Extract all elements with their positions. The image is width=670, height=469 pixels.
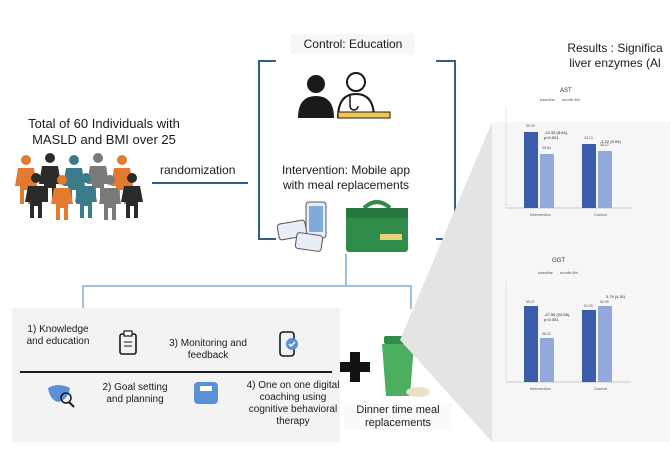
ggt-annotation-right: 3.74 (4.31) <box>606 294 626 299</box>
doctor-patient-icon <box>290 66 406 124</box>
ggt-xlabel-control: Control <box>594 386 607 391</box>
ast-bar-intervention-month6 <box>540 154 554 208</box>
shaker-bottle-icon <box>382 336 430 397</box>
ast-bar-control-month6 <box>598 151 612 208</box>
bracket-right-top <box>436 60 456 62</box>
ast-value-1: 50.33 <box>526 124 535 128</box>
bracket-left-bottom <box>258 238 276 240</box>
ast-xlabel-intervention: Intervention <box>530 212 551 217</box>
ast-value-2: 35.84 <box>542 146 551 150</box>
ast-legend-month6: month 6th <box>562 97 580 102</box>
ast-chart <box>505 108 631 209</box>
ggt-chart <box>505 282 631 383</box>
intervention-title: Intervention: Mobile app with meal repla… <box>281 163 411 192</box>
timeline-line <box>20 371 332 373</box>
ggt-bar-control-baseline <box>582 310 596 382</box>
ggt-chart-title: GGT <box>552 258 565 264</box>
ggt-value-3: 61.29 <box>584 304 593 308</box>
person-icon <box>51 175 73 220</box>
ast-legend: baseline month 6th <box>540 97 620 102</box>
plus-icon <box>340 352 370 382</box>
bracket-left-vertical <box>258 60 260 240</box>
liver-magnifier-icon <box>48 385 75 408</box>
step-monitoring-feedback: 3) Monitoring and feedback <box>169 338 247 361</box>
intervention-components-panel <box>12 308 340 442</box>
people-group-icon <box>15 153 143 220</box>
person-icon <box>75 173 97 218</box>
results-title: Results : Significa liver enzymes (Al <box>555 41 670 71</box>
mobile-app-phones-icon <box>276 201 327 252</box>
ast-xlabel-control: Control <box>594 212 607 217</box>
ast-annotation-right: -4.22 (3.09) <box>600 139 621 144</box>
step-knowledge-education: 1) Knowledge and education <box>26 324 90 347</box>
meal-replacement-box-icon <box>346 200 408 252</box>
total-participants-label: Total of 60 Individuals with MASLD and B… <box>28 116 180 147</box>
connector-horizontal <box>82 285 412 287</box>
connector-vertical <box>345 254 347 286</box>
randomization-arrow <box>152 182 248 184</box>
results-title-line1: Results : Significa <box>567 41 663 55</box>
ast-annotation-left: -13.33 (8.64), p<0.001 <box>544 130 569 140</box>
zoom-wedge <box>400 122 492 442</box>
person-icon <box>99 175 121 220</box>
results-title-line2: liver enzymes (Al <box>569 56 661 70</box>
ast-bar-intervention-baseline <box>524 132 538 208</box>
ggt-bar-intervention-baseline <box>524 306 538 382</box>
step-digital-coaching: 4) One on one digital coaching using cog… <box>246 380 340 427</box>
step-goal-setting: 2) Goal setting and planning <box>102 382 168 405</box>
scale-icon <box>194 382 218 404</box>
dinner-meal-replacements-label: Dinner time meal replacements <box>344 404 452 430</box>
ggt-value-4: 64.99 <box>600 300 609 304</box>
ast-value-4: 38.12 <box>600 143 609 147</box>
ggt-legend-month6: month 6th <box>560 270 578 275</box>
ggt-annotation-left: -27.55 (22.68), p<0.001 <box>544 312 571 322</box>
ggt-value-2: 38.22 <box>542 332 551 336</box>
ggt-bar-intervention-month6 <box>540 338 554 382</box>
phone-coaching-icon <box>279 331 298 357</box>
ggt-xlabel-intervention: Intervention <box>530 386 551 391</box>
ast-legend-baseline: baseline <box>540 97 555 102</box>
clipboard-icon <box>119 330 137 355</box>
control-title: Control: Education <box>291 34 415 54</box>
results-panel <box>492 122 670 442</box>
ggt-value-1: 65.27 <box>526 300 535 304</box>
ggt-legend-baseline: baseline <box>538 270 553 275</box>
bracket-left-top <box>258 60 276 62</box>
person-icon <box>121 173 143 218</box>
connector-left-drop <box>82 285 84 309</box>
ast-bar-control-baseline <box>582 144 596 208</box>
connector-right-drop <box>410 285 412 309</box>
randomization-label: randomization <box>160 163 236 177</box>
ast-value-3: 43.13 <box>584 136 593 140</box>
ggt-bar-control-month6 <box>598 306 612 382</box>
ast-chart-title: AST <box>560 88 572 94</box>
person-icon <box>25 173 47 218</box>
bracket-right-vertical <box>454 60 456 240</box>
ggt-legend: baseline month 6th <box>538 270 618 275</box>
